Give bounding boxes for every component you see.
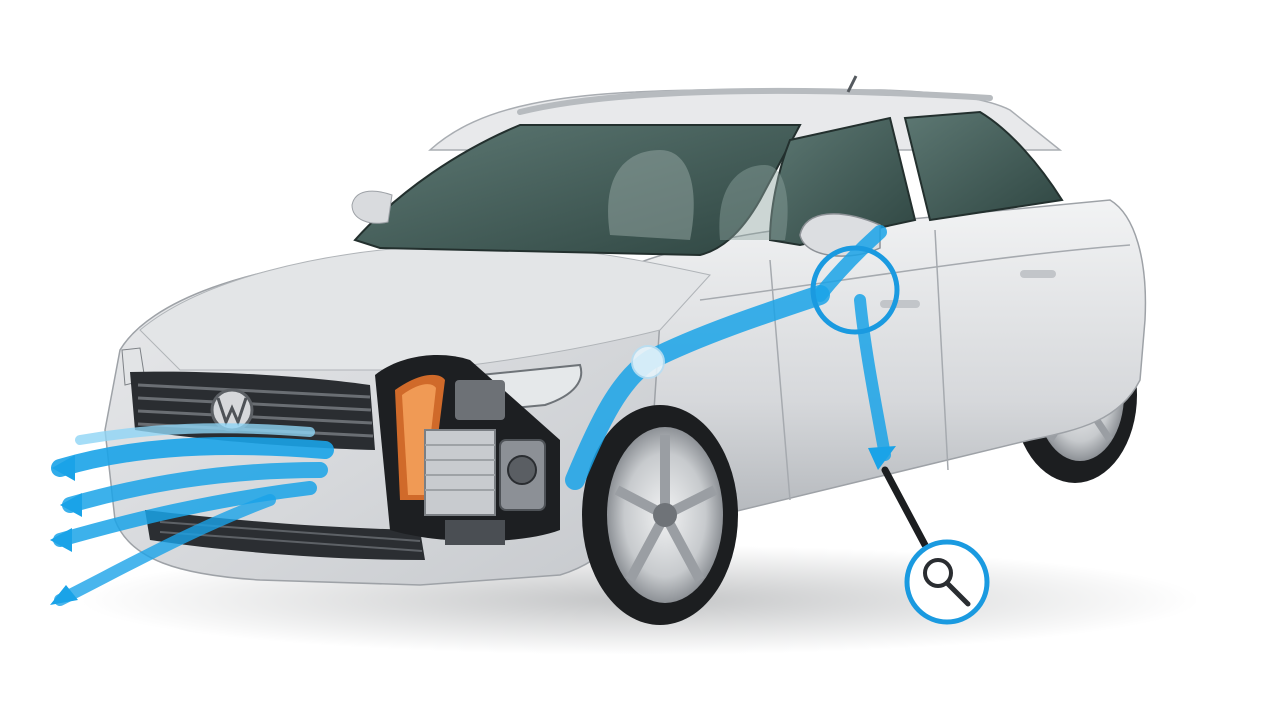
roof-rail	[517, 87, 993, 115]
left-mirror	[351, 190, 393, 224]
airflow-side-arrowhead	[868, 446, 896, 470]
front-wheel	[582, 405, 738, 625]
rear-side-window	[903, 110, 1064, 222]
airflow-front	[51, 423, 334, 606]
fender-highlight	[631, 345, 665, 379]
airflow-arrowheads	[50, 455, 82, 605]
magnifier-leader-line	[881, 466, 929, 549]
door-lines	[699, 229, 1131, 501]
antenna	[846, 75, 858, 93]
seat-silhouette	[608, 150, 694, 240]
mirror-highlight-circle	[810, 245, 900, 335]
front-door-handle	[880, 300, 920, 308]
grille-slats	[137, 383, 374, 438]
rear-door-handle	[1020, 270, 1056, 278]
magnifier-icon	[904, 539, 990, 625]
engine-cutaway	[375, 355, 560, 545]
seat-silhouette-rear	[719, 165, 788, 240]
